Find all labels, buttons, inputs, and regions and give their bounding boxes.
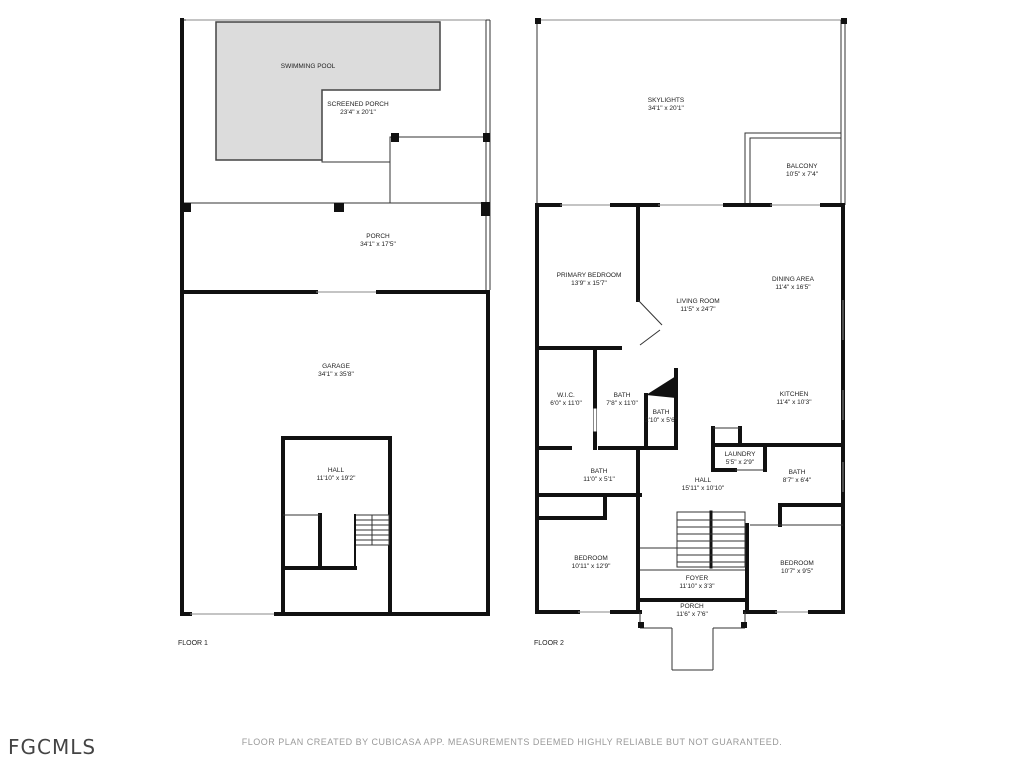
screened-porch-label: SCREENED PORCH bbox=[327, 101, 389, 108]
dining-area-label: DINING AREA bbox=[772, 276, 815, 283]
bedroom-right-dims: 10'7" x 9'5" bbox=[781, 568, 814, 575]
pool-label: SWIMMING POOL bbox=[281, 63, 336, 70]
hall-2-label: HALL bbox=[695, 477, 712, 484]
hall-bath-dims: 11'0" x 5'1" bbox=[583, 476, 615, 483]
porch-2-dims: 11'6" x 7'6" bbox=[676, 611, 708, 618]
porch-1-dims: 34'1" x 17'5" bbox=[360, 241, 396, 248]
skylights-dims: 34'1" x 20'1" bbox=[648, 105, 684, 112]
laundry-label: LAUNDRY bbox=[725, 451, 757, 458]
floor-2-label: FLOOR 2 bbox=[534, 640, 564, 647]
screened-porch-dims: 23'4" x 20'1" bbox=[340, 109, 376, 116]
living-room-label: LIVING ROOM bbox=[676, 298, 719, 305]
primary-bedroom-label: PRIMARY BEDROOM bbox=[557, 272, 622, 279]
disclaimer-text: FLOOR PLAN CREATED BY CUBICASA APP. MEAS… bbox=[241, 737, 783, 747]
swimming-pool-shape bbox=[215, 21, 441, 161]
foyer-dims: 11'10" x 3'3" bbox=[679, 583, 715, 590]
stairs-floor-1 bbox=[354, 514, 390, 569]
kitchen-dims: 11'4" x 10'3" bbox=[776, 399, 812, 406]
wic-dims: 6'0" x 11'0" bbox=[550, 400, 582, 407]
foyer-label: FOYER bbox=[686, 575, 709, 582]
porch-1-label: PORCH bbox=[366, 233, 390, 240]
living-room-dims: 11'5" x 24'7" bbox=[680, 306, 716, 313]
right-bath-dims: 8'7" x 6'4" bbox=[783, 477, 812, 484]
garage-label: GARAGE bbox=[322, 363, 350, 370]
garage-dims: 34'1" x 35'8" bbox=[318, 371, 354, 378]
right-bath-label: BATH bbox=[789, 469, 806, 476]
floor-2: SKYLIGHTS 34'1" x 20'1" BALCONY 10'5" x … bbox=[534, 18, 847, 671]
primary-bath-label: BATH bbox=[614, 392, 631, 399]
stairs-floor-2 bbox=[676, 510, 746, 569]
floor-1: SWIMMING POOL SCREENED PORCH 23'4" x 20'… bbox=[178, 18, 491, 647]
hall-1-label: HALL bbox=[328, 467, 345, 474]
hall-bath-label: BATH bbox=[591, 468, 608, 475]
kitchen-label: KITCHEN bbox=[780, 391, 809, 398]
small-bath-dims: 2'10" x 5'6" bbox=[645, 417, 678, 424]
hall-2-dims: 15'11" x 10'10" bbox=[682, 485, 725, 492]
fgcmls-logo: FGCMLS bbox=[8, 735, 97, 759]
porch-2-label: PORCH bbox=[680, 603, 704, 610]
dining-area-dims: 11'4" x 16'5" bbox=[775, 284, 811, 291]
primary-bath-dims: 7'8" x 11'0" bbox=[606, 400, 638, 407]
primary-bedroom-dims: 13'9" x 15'7" bbox=[571, 280, 607, 287]
bedroom-left-dims: 10'11" x 12'9" bbox=[572, 563, 611, 570]
wic-label: W.I.C. bbox=[557, 392, 575, 399]
laundry-dims: 5'5" x 2'9" bbox=[726, 459, 755, 466]
hall-1-dims: 11'10" x 19'2" bbox=[317, 475, 356, 482]
small-bath-label: BATH bbox=[653, 409, 670, 416]
bedroom-right-label: BEDROOM bbox=[780, 560, 814, 567]
bedroom-left-label: BEDROOM bbox=[574, 555, 608, 562]
skylights-label: SKYLIGHTS bbox=[648, 97, 685, 104]
balcony-label: BALCONY bbox=[786, 163, 818, 170]
floor-1-label: FLOOR 1 bbox=[178, 640, 208, 647]
balcony-dims: 10'5" x 7'4" bbox=[786, 171, 819, 178]
